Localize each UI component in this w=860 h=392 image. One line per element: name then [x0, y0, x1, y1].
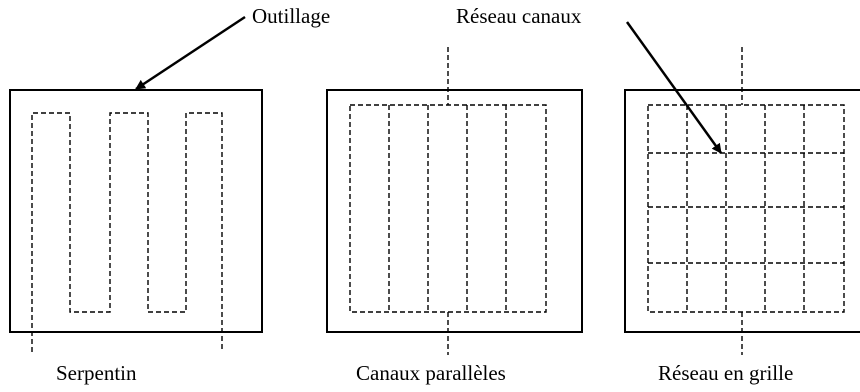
serpentin-panel: [9, 89, 263, 352]
grille-channel-frame: [647, 104, 845, 313]
reseau-canaux-label: Réseau canaux: [456, 4, 582, 28]
canaux-paralleles-caption: Canaux parallèles: [356, 361, 506, 385]
outillage-arrow: [135, 15, 246, 91]
outillage-label: Outillage: [252, 4, 331, 28]
paralleles-channel-frame: [349, 104, 547, 313]
paralleles-tool-outline: [326, 89, 583, 333]
reseau-grille-panel: [624, 47, 860, 355]
serpentin-tool-outline: [9, 89, 263, 333]
serpentin-caption: Serpentin: [56, 361, 137, 385]
grille-tool-outline: [624, 89, 860, 333]
canaux-paralleles-panel: [326, 47, 583, 355]
reseau-grille-caption: Réseau en grille: [658, 361, 794, 385]
serpentin-channel-path: [31, 112, 223, 352]
reseau-canaux-arrow: [625, 21, 723, 154]
